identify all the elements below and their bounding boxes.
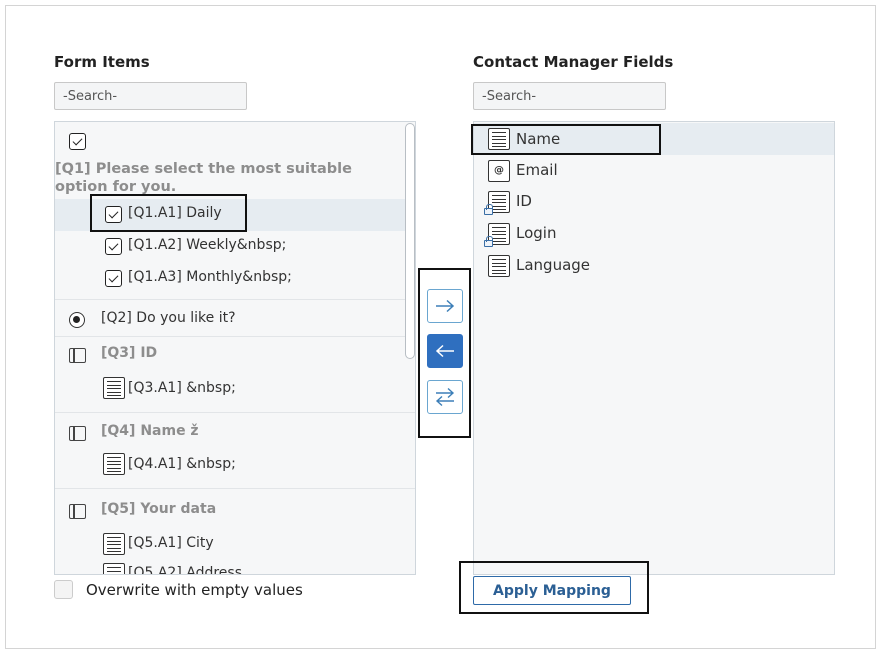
move-right-button[interactable] — [427, 289, 463, 323]
field-label: Name — [516, 130, 561, 148]
question-text: [Q5] Your data — [101, 501, 217, 517]
move-left-button[interactable] — [427, 334, 463, 368]
answer-text: [Q1.A1] Daily — [128, 205, 222, 221]
answer-checkbox[interactable] — [105, 238, 122, 255]
lock-icon — [484, 204, 493, 215]
overwrite-checkbox[interactable] — [54, 580, 73, 599]
answer-text: [Q1.A2] Weekly&nbsp; — [128, 237, 287, 253]
field-label: Language — [516, 256, 591, 274]
field-item-language[interactable]: Language — [474, 251, 834, 283]
question-text: [Q1] Please select the most suitable opt… — [55, 161, 352, 195]
answer-checkbox[interactable] — [105, 206, 122, 223]
list-item-q5-a1[interactable]: [Q5.A1] City — [55, 528, 415, 562]
form-items-list[interactable]: [Q1] Please select the most suitable opt… — [54, 121, 416, 575]
field-item-id[interactable]: ID — [474, 187, 834, 219]
list-item-q5[interactable]: [Q5] Your data — [55, 494, 415, 528]
arrow-right-icon — [436, 299, 455, 313]
list-item-q3-a1[interactable]: [Q3.A1] &nbsp; — [55, 372, 415, 406]
list-item-q4[interactable]: [Q4] Name ž — [55, 416, 415, 450]
mapping-dialog — [5, 5, 876, 649]
contact-fields-list[interactable]: Name @ Email ID Login Language — [473, 121, 835, 575]
divider — [55, 412, 415, 413]
swap-button[interactable] — [427, 380, 463, 414]
question-text: [Q4] Name ž — [101, 423, 199, 439]
answer-text: [Q3.A1] &nbsp; — [128, 380, 236, 396]
email-field-icon: @ — [488, 160, 510, 182]
form-items-scrollbar[interactable] — [404, 123, 415, 573]
section-icon — [69, 426, 86, 441]
answer-text: [Q5.A2] Address — [128, 565, 242, 575]
field-item-email[interactable]: @ Email — [474, 155, 834, 187]
text-field-icon — [488, 128, 510, 150]
question-text: [Q2] Do you like it? — [101, 310, 236, 326]
list-item-q1[interactable]: [Q1] Please select the most suitable opt… — [55, 160, 415, 196]
overwrite-label: Overwrite with empty values — [86, 581, 303, 599]
list-item-q3[interactable]: [Q3] ID — [55, 338, 415, 372]
field-item-name[interactable]: Name — [474, 123, 834, 155]
lock-icon — [484, 236, 493, 247]
list-item-q5-a2[interactable]: [Q5.A2] Address — [55, 560, 415, 575]
list-item-q1-a1[interactable]: [Q1.A1] Daily — [55, 199, 415, 231]
field-label: ID — [516, 192, 532, 210]
contact-manager-heading: Contact Manager Fields — [473, 53, 674, 71]
text-field-icon — [103, 533, 125, 555]
list-item-q1-a2[interactable]: [Q1.A2] Weekly&nbsp; — [55, 231, 415, 263]
answer-text: [Q5.A1] City — [128, 535, 214, 551]
text-field-icon — [103, 377, 125, 399]
scroll-thumb[interactable] — [405, 123, 415, 359]
section-icon — [69, 348, 86, 363]
divider — [55, 336, 415, 337]
list-item-q4-a1[interactable]: [Q4.A1] &nbsp; — [55, 448, 415, 482]
field-item-login[interactable]: Login — [474, 219, 834, 251]
select-all-checkbox[interactable] — [69, 133, 86, 150]
form-items-heading: Form Items — [54, 53, 150, 71]
list-item-q2[interactable]: [Q2] Do you like it? — [55, 302, 415, 336]
text-field-icon — [488, 223, 510, 245]
form-items-search-input[interactable] — [54, 82, 247, 110]
list-item-q1-a3[interactable]: [Q1.A3] Monthly&nbsp; — [55, 263, 415, 295]
question-text: [Q3] ID — [101, 345, 158, 361]
divider — [55, 488, 415, 489]
field-label: Email — [516, 161, 558, 179]
arrow-left-icon — [435, 344, 454, 358]
answer-text: [Q1.A3] Monthly&nbsp; — [128, 269, 292, 285]
field-label: Login — [516, 224, 557, 242]
text-field-icon — [103, 563, 125, 574]
text-field-icon — [103, 453, 125, 475]
swap-arrows-icon — [435, 387, 455, 407]
text-field-icon — [488, 191, 510, 213]
contact-fields-search-input[interactable] — [473, 82, 666, 110]
answer-text: [Q4.A1] &nbsp; — [128, 456, 236, 472]
radio-icon — [69, 312, 85, 328]
divider — [55, 299, 415, 300]
section-icon — [69, 504, 86, 519]
answer-checkbox[interactable] — [105, 270, 122, 287]
apply-mapping-button[interactable]: Apply Mapping — [473, 576, 631, 605]
text-field-icon — [488, 255, 510, 277]
